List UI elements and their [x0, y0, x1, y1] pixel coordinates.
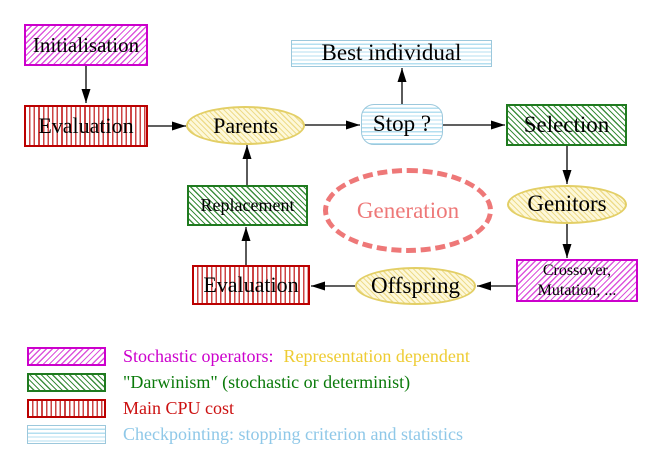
node-evaluation-initial: Evaluation [24, 105, 148, 147]
node-genitors: Genitors [507, 185, 627, 224]
legend-row-stochastic-operators: Stochastic operators: Representation dep… [27, 346, 470, 366]
legend-swatch-magenta-diagonal-hatch [27, 346, 106, 366]
legend-label-cpu-cost: Main CPU cost [123, 397, 235, 418]
mutation-line: Mutation, ... [537, 281, 617, 299]
node-selection: Selection [506, 104, 627, 146]
legend-row-checkpointing: Checkpointing: stopping criterion and st… [27, 424, 463, 444]
node-replacement: Replacement [187, 185, 308, 226]
legend-swatch-cyan-horizontal-lines [27, 424, 106, 444]
legend-label-checkpointing: Checkpointing: stopping criterion and st… [123, 423, 463, 444]
legend-row-cpu-cost: Main CPU cost [27, 398, 234, 418]
crossover-line: Crossover, [542, 261, 612, 279]
node-initialisation: Initialisation [24, 24, 148, 66]
legend-swatch-red-vertical-lines [27, 398, 106, 418]
node-offspring: Offspring [355, 267, 476, 305]
node-best-individual: Best individual [291, 40, 492, 67]
legend-label-darwinism: "Darwinism" (stochastic or determinist) [123, 371, 411, 392]
generation-loop-ellipse: Generation [323, 168, 493, 253]
node-stop: Stop ? [361, 104, 443, 145]
legend-swatch-green-diagonal-hatch [27, 372, 106, 392]
legend-label-stochastic-operators: Stochastic operators: [123, 345, 274, 366]
node-crossover-mutation: Crossover, Mutation, ... [516, 259, 638, 302]
legend-label-representation-dependent: Representation dependent [283, 345, 470, 366]
node-evaluation-loop: Evaluation [192, 265, 310, 305]
generation-label: Generation [356, 197, 460, 223]
node-parents: Parents [186, 106, 305, 145]
legend-row-darwinism: "Darwinism" (stochastic or determinist) [27, 372, 410, 392]
